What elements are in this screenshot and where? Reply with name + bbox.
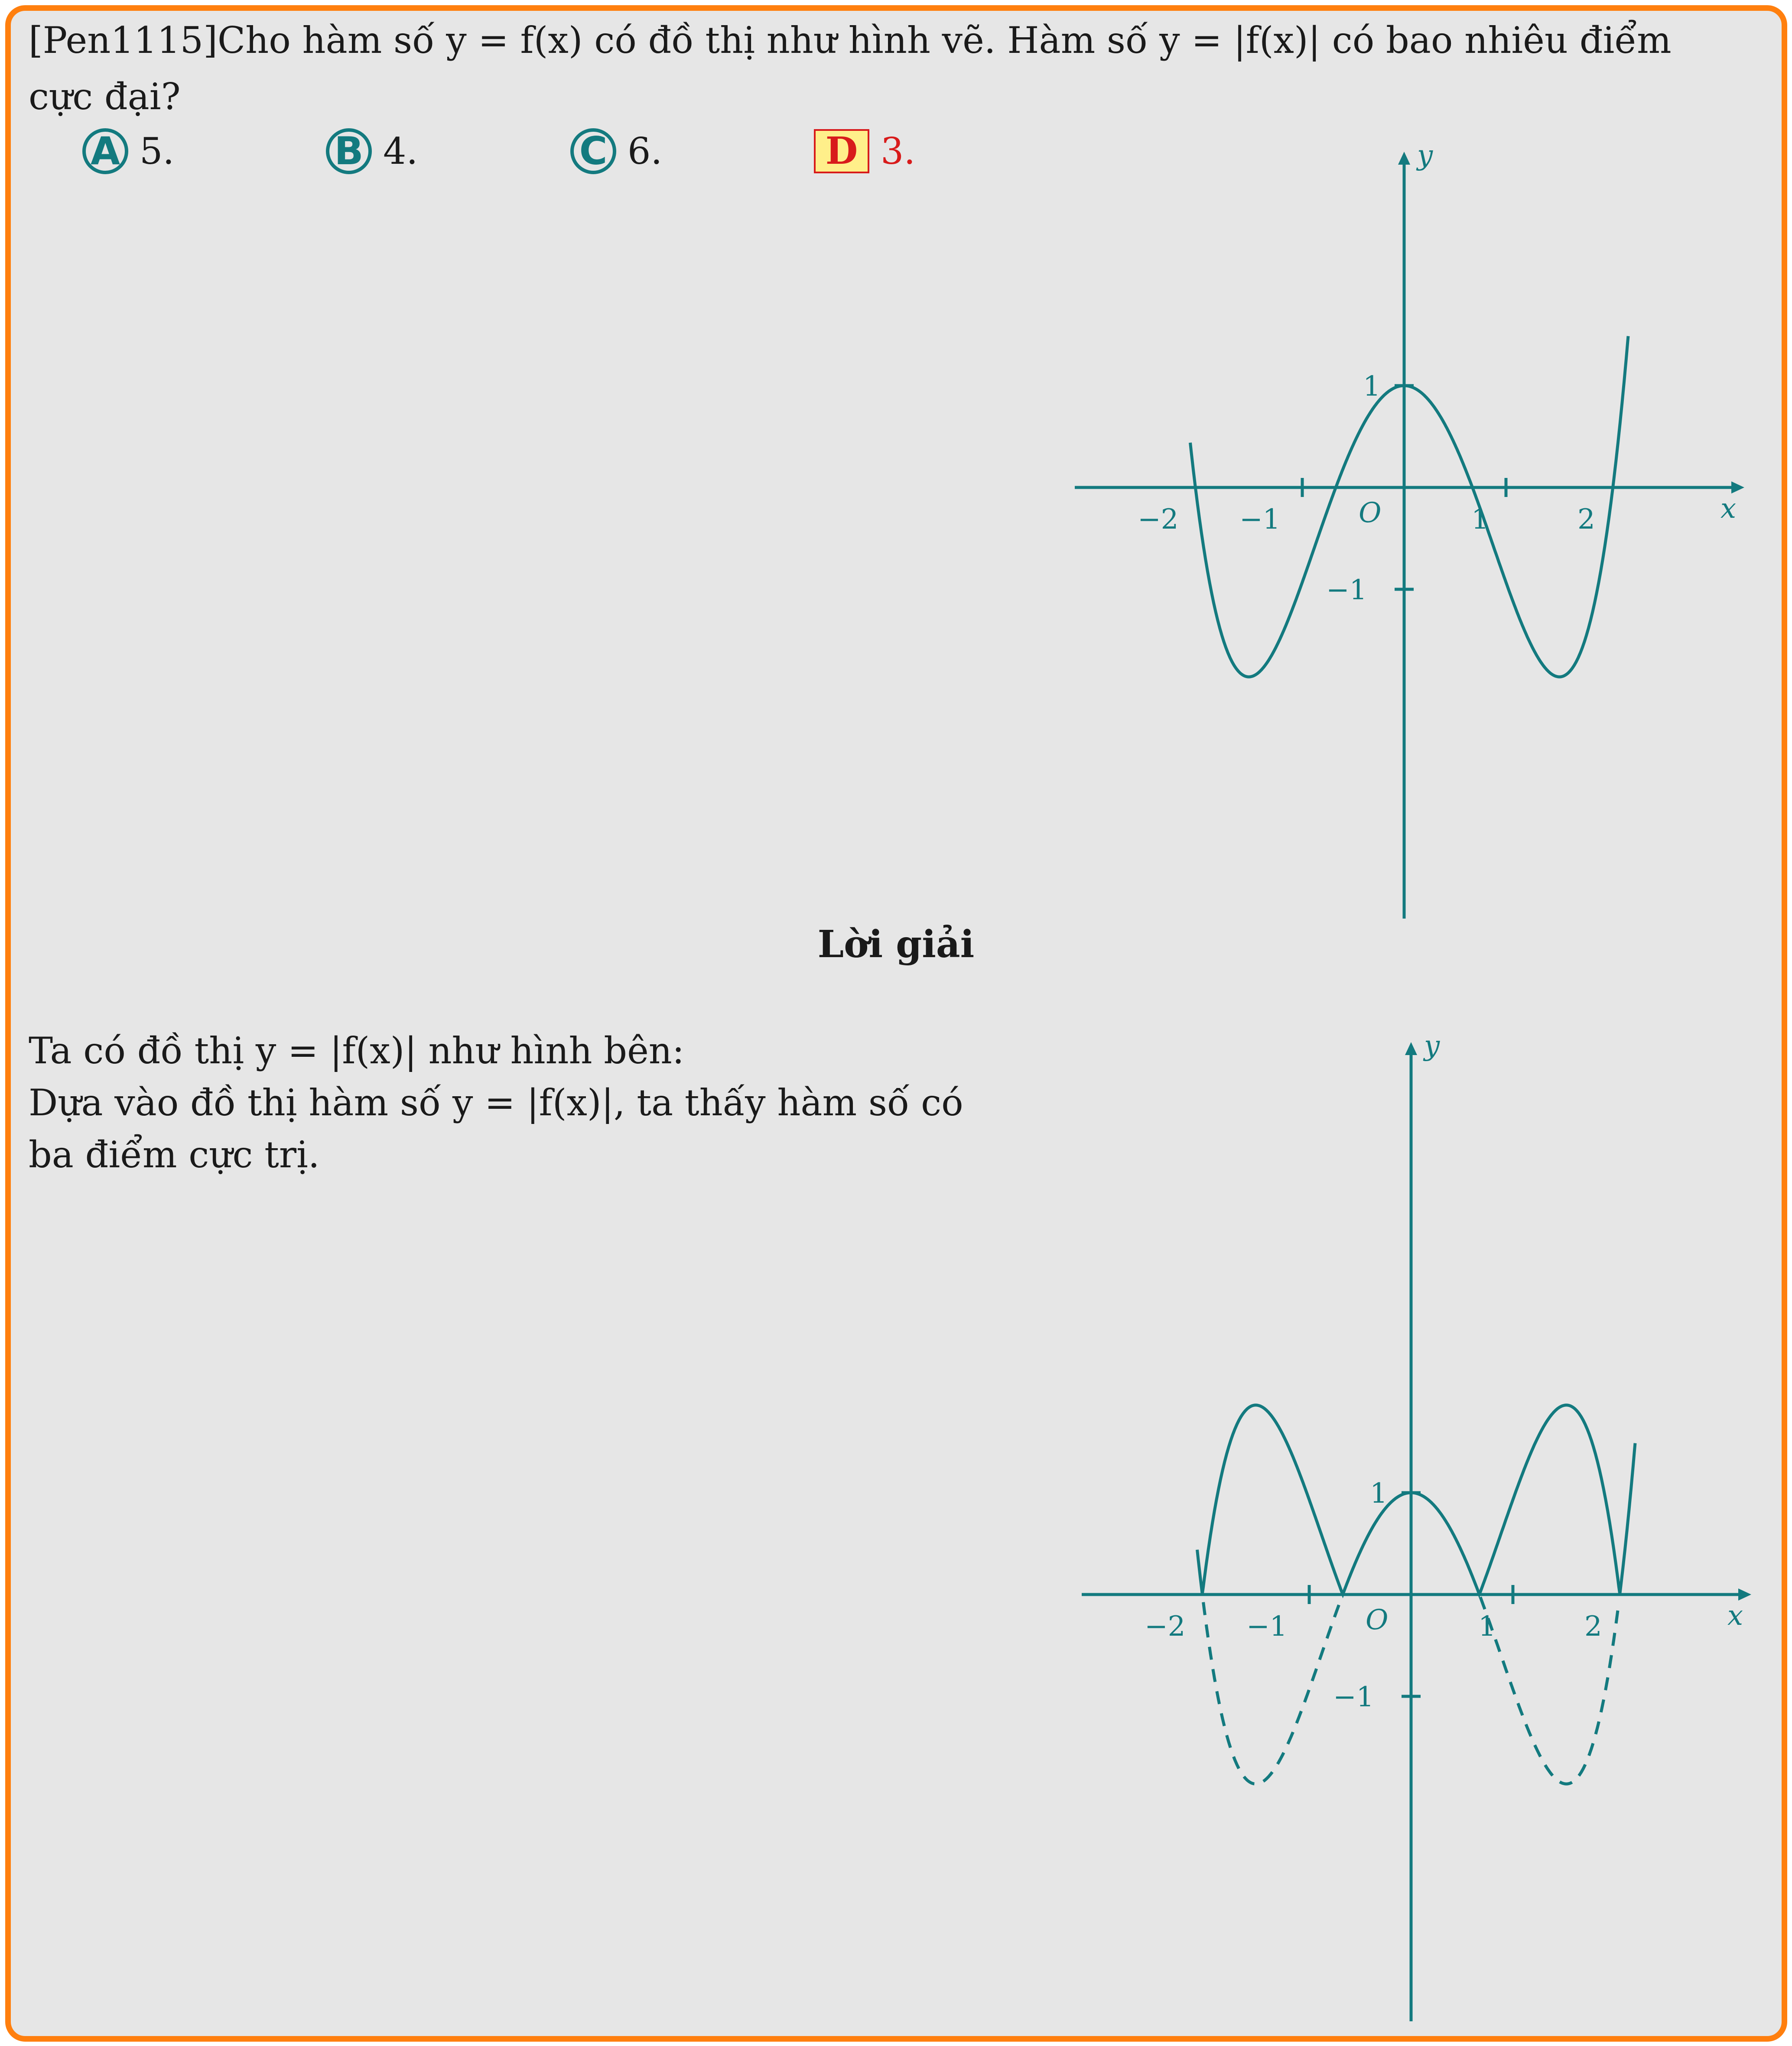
x-axis-arrow (1731, 481, 1744, 494)
x-tick-label-neg1-2: −1 (1246, 1611, 1287, 1643)
option-d[interactable]: D 3. (814, 122, 915, 174)
option-a[interactable]: A 5. (82, 122, 174, 174)
x-tick-label-neg2: −2 (1138, 503, 1178, 536)
x-tick-label-2-2: 2 (1584, 1611, 1602, 1643)
y-axis-arrow (1398, 152, 1410, 165)
question-card (5, 5, 1787, 2042)
x-tick-label-neg2-2: −2 (1145, 1611, 1185, 1643)
solution-line-3: ba điểm cực trị. (29, 1133, 320, 1176)
question-line-2: cực đại? (29, 75, 181, 118)
solution-line-1: Ta có đồ thị y = |f(x)| như hình bên: (29, 1029, 685, 1072)
option-a-marker: A (82, 128, 128, 174)
option-c-value: 6. (628, 130, 663, 172)
y-axis-label: y (1416, 140, 1433, 172)
x-tick-label-neg1: −1 (1239, 503, 1280, 536)
graph-abs-f: x y O −2 −1 1 2 1 −1 (1082, 1030, 1751, 2021)
y-tick-label-1-2: 1 (1370, 1478, 1388, 1510)
solution-line-2: Dựa vào đồ thị hàm số y = |f(x)|, ta thấ… (29, 1081, 963, 1124)
option-b-marker: B (326, 128, 372, 174)
f-curve (1189, 336, 1630, 679)
y-tick-label-1: 1 (1363, 370, 1381, 403)
origin-label-2: O (1366, 1604, 1388, 1636)
option-c[interactable]: C 6. (570, 122, 662, 174)
x-tick-label-1-2: 1 (1478, 1611, 1496, 1643)
graph-f: x y O −2 −1 1 2 1 −1 (1075, 140, 1744, 919)
x-axis-label-2: x (1727, 1600, 1743, 1632)
abs-f-curve (1196, 1403, 1637, 1598)
y-tick-label-neg1: −1 (1326, 574, 1367, 606)
x-axis-label: x (1720, 493, 1736, 525)
option-d-value: 3. (881, 130, 916, 172)
reflected-part-dashed (1202, 1596, 1620, 1786)
option-b-value: 4. (383, 130, 418, 172)
option-d-marker: D (814, 129, 869, 173)
solution-heading: Lời giải (817, 922, 975, 966)
question-line-1: [Pen1115]Cho hàm số y = f(x) có đồ thị n… (29, 19, 1672, 62)
x-tick-label-2: 2 (1577, 503, 1595, 536)
y-axis-arrow-2 (1405, 1042, 1417, 1055)
option-a-value: 5. (140, 130, 175, 172)
origin-label: O (1359, 497, 1381, 529)
y-tick-label-neg1-2: −1 (1333, 1681, 1374, 1713)
x-tick-label-1: 1 (1471, 503, 1489, 536)
option-b[interactable]: B 4. (326, 122, 418, 174)
option-c-marker: C (570, 128, 616, 174)
x-axis-arrow-2 (1738, 1588, 1751, 1601)
y-axis-label-2: y (1423, 1030, 1440, 1062)
